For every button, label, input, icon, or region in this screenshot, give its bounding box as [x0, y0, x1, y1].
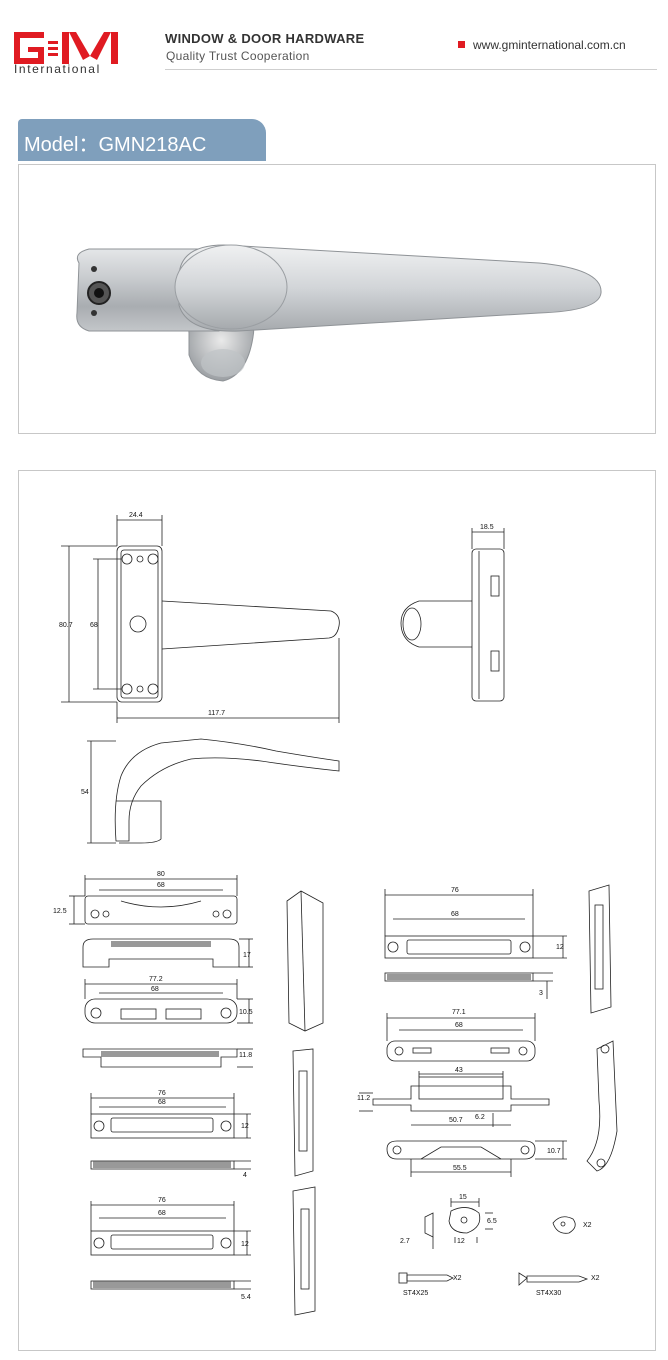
dim-3: 3	[539, 990, 543, 997]
website-link[interactable]: www.gminternational.com.cn	[458, 38, 626, 52]
qty-screw-a: X2	[453, 1275, 462, 1282]
dim-68-c: 68	[158, 1099, 166, 1106]
qty-screw-b: X2	[591, 1275, 600, 1282]
dim-77-2: 77.2	[149, 976, 163, 983]
technical-drawing: 24.4 18.5 80.7 68 117.7 54 80 68 12.5 17…	[53, 512, 618, 1316]
dim-4: 4	[243, 1172, 247, 1179]
dim-76-c: 76	[451, 887, 459, 894]
dim-54: 54	[81, 789, 89, 796]
dim-5-4: 5.4	[241, 1294, 251, 1301]
product-photo-frame	[18, 164, 656, 434]
dim-12-c: 12	[556, 944, 564, 951]
dim-117-7: 117.7	[208, 710, 225, 717]
dim-12-a: 12	[241, 1123, 249, 1130]
screw-b-label: ST4X30	[536, 1290, 561, 1297]
dim-80: 80	[157, 871, 165, 878]
screw-a-label: ST4X25	[403, 1290, 428, 1297]
dim-6-2: 6.2	[475, 1114, 485, 1121]
dim-43: 43	[455, 1067, 463, 1074]
header-title: WINDOW & DOOR HARDWARE	[165, 31, 365, 46]
dim-12-5: 12.5	[53, 908, 67, 915]
dim-11-8: 11.8	[239, 1052, 252, 1059]
dim-76-a: 76	[158, 1090, 166, 1097]
dim-68-b: 68	[151, 986, 159, 993]
website-text[interactable]: www.gminternational.com.cn	[473, 38, 626, 52]
dim-10-7: 10.7	[547, 1148, 561, 1155]
dim-77-1: 77.1	[452, 1009, 466, 1016]
technical-drawing-frame: 24.4 18.5 80.7 68 117.7 54 80 68 12.5 17…	[18, 470, 656, 1351]
dim-12-b: 12	[241, 1241, 249, 1248]
dim-55-5: 55.5	[453, 1165, 467, 1172]
dim-68-d: 68	[158, 1210, 166, 1217]
dim-12-d: 12	[457, 1238, 465, 1245]
model-label: Model：GMN218AC	[24, 134, 207, 156]
page-header: International WINDOW & DOOR HARDWARE Qua…	[0, 0, 668, 80]
dim-50-7: 50.7	[449, 1117, 463, 1124]
dim-76-b: 76	[158, 1197, 166, 1204]
bullet-icon	[458, 41, 465, 48]
dim-68-e: 68	[451, 911, 459, 918]
dim-11-2: 11.2	[357, 1095, 370, 1102]
dim-68-a: 68	[157, 882, 165, 889]
dim-17: 17	[243, 952, 251, 959]
dim-68: 68	[90, 622, 98, 629]
qty-key: X2	[583, 1222, 592, 1229]
dim-68-f: 68	[455, 1022, 463, 1029]
logo-subtitle: International	[14, 62, 101, 76]
dim-24-4: 24.4	[129, 512, 143, 519]
dim-80-7: 80.7	[59, 622, 73, 629]
dim-6-5: 6.5	[487, 1218, 497, 1225]
header-divider	[165, 69, 657, 70]
dim-18-5: 18.5	[480, 524, 494, 531]
model-tab: Model：GMN218AC	[18, 119, 266, 161]
gm-logo	[14, 32, 118, 64]
dim-15: 15	[459, 1194, 467, 1201]
product-photo	[76, 244, 602, 382]
dim-2-7: 2.7	[400, 1238, 410, 1245]
header-subtitle: Quality Trust Cooperation	[166, 49, 310, 63]
dim-10-5: 10.5	[239, 1009, 253, 1016]
